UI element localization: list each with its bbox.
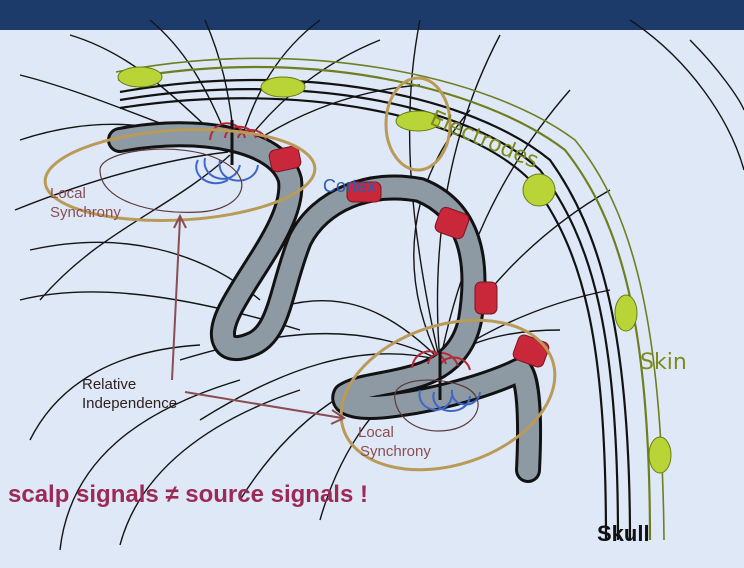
relative-independence-line2: Independence (82, 395, 178, 412)
local-synchrony-lower-line2: Synchrony (360, 443, 431, 460)
cortex-ribbon (107, 121, 543, 483)
cortex-label: Cortex (323, 176, 377, 196)
title-strip (0, 0, 744, 30)
electrode-highlight-ellipse (384, 76, 452, 172)
electrodes (117, 66, 672, 474)
local-synchrony-label-lower: Local Synchrony (358, 423, 431, 461)
independence-arrows (171, 213, 347, 425)
relative-independence-line1: Relative (82, 376, 137, 393)
local-synchrony-ellipse-lower (339, 318, 557, 472)
dipole-cluster-lower (411, 350, 481, 412)
local-synchrony-lower-line1: Local (358, 424, 394, 441)
relative-independence-label: Relative Independence (82, 375, 177, 413)
local-synchrony-label-upper: Local Synchrony (50, 184, 121, 222)
scalp-source-statement: scalp signals ≠ source signals ! (8, 481, 368, 508)
local-synchrony-upper-line2: Synchrony (50, 204, 121, 221)
skin-label: Skin (640, 350, 687, 375)
local-synchrony-upper-line1: Local (50, 185, 86, 202)
region-outline-upper (99, 148, 243, 213)
region-outline-lower (394, 379, 479, 432)
skull-label: Skull (597, 521, 650, 546)
